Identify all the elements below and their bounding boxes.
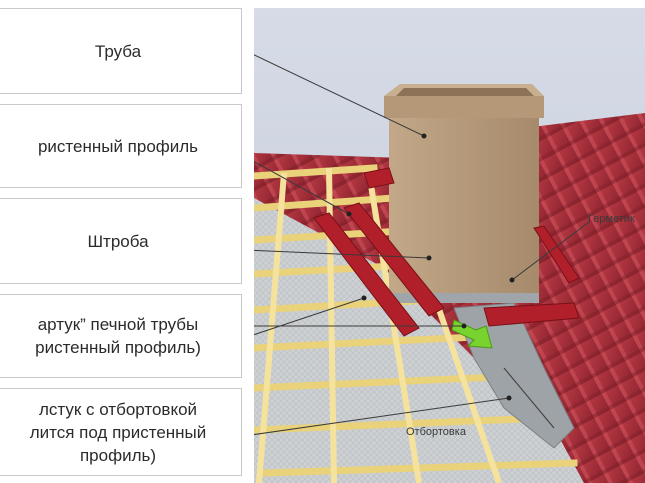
label-box-fartuk: артук” печной трубы ристенный профиль) bbox=[0, 294, 242, 378]
label-line: Труба bbox=[94, 41, 142, 61]
label-line: профиль) bbox=[79, 445, 157, 465]
label-box-shtroba: Штроба bbox=[0, 198, 242, 284]
label-line: ристенный профиль bbox=[37, 136, 199, 156]
leader-lines bbox=[254, 54, 590, 436]
roof-illustration bbox=[254, 8, 645, 483]
label-germetik: Герметик bbox=[588, 213, 635, 225]
label-box-truba: Труба bbox=[0, 8, 242, 94]
label-line: лстук с отбортовкой bbox=[38, 399, 198, 419]
label-box-pristenny-profil: ристенный профиль bbox=[0, 104, 242, 188]
label-box-galstuk: лстук с отбортовкой лится под пристенный… bbox=[0, 388, 242, 476]
label-line: Штроба bbox=[87, 231, 149, 251]
chimney bbox=[384, 84, 544, 303]
label-line: ристенный профиль) bbox=[35, 338, 201, 357]
leader-dots bbox=[346, 133, 515, 401]
roof-scene: Герметик Отбортовка bbox=[254, 8, 645, 483]
wall-profiles bbox=[313, 167, 580, 337]
label-line: лится под пристенный bbox=[29, 422, 207, 442]
label-line: артук” печной трубы bbox=[37, 315, 199, 334]
label-otbortovka: Отбортовка bbox=[406, 426, 466, 438]
